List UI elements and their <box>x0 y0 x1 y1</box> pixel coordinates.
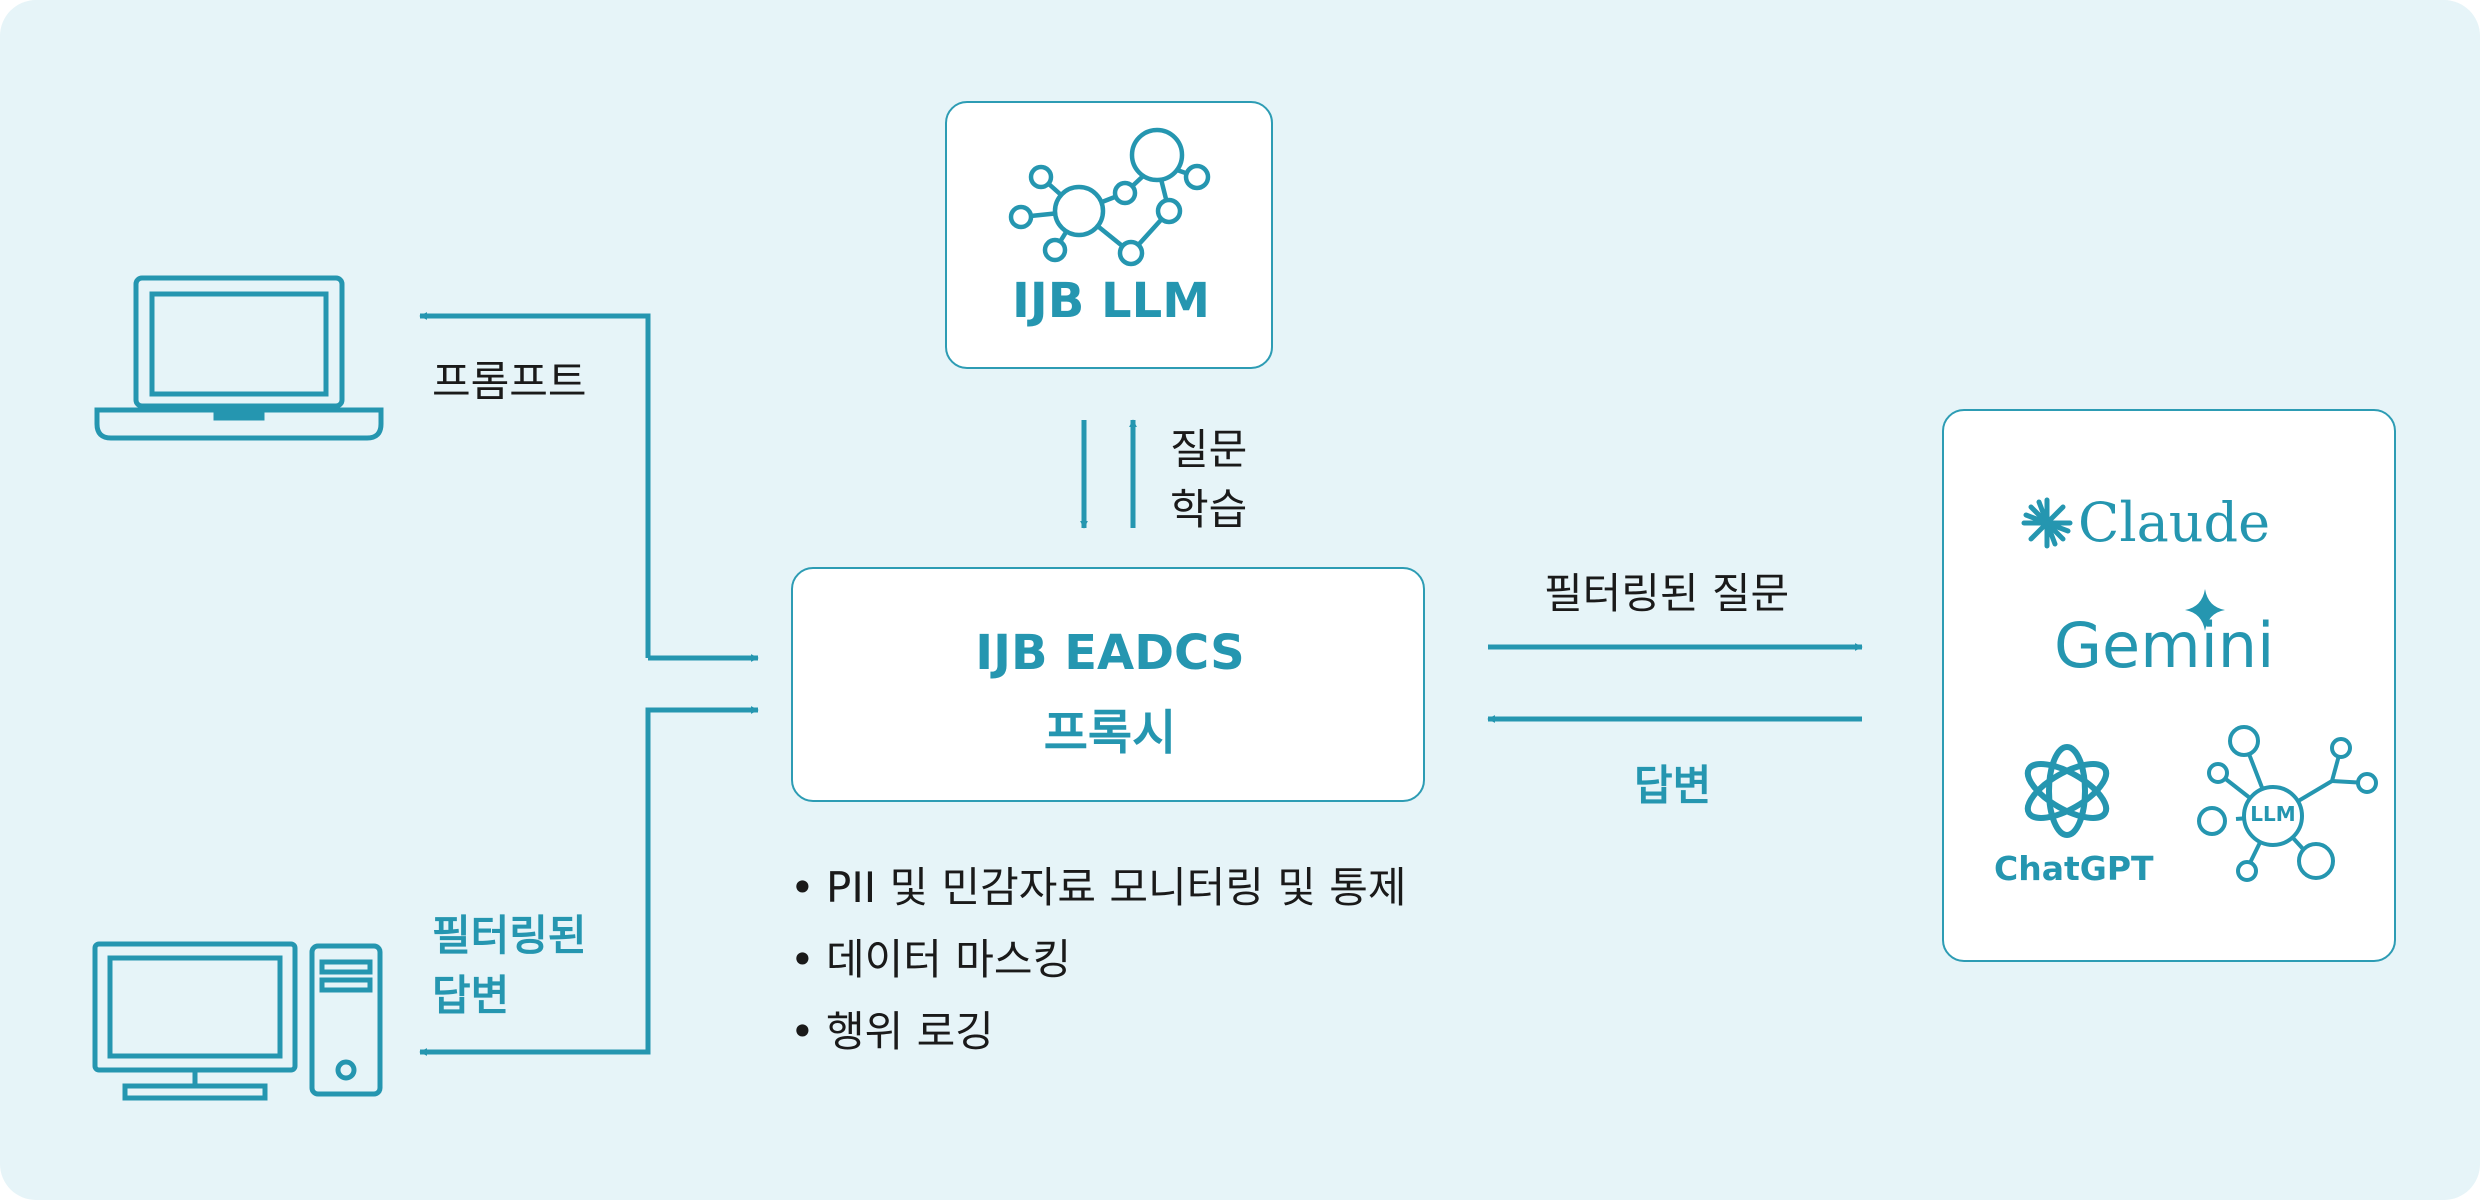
proxy-box: IJB EADCS 프록시 <box>791 567 1425 802</box>
openai-knot-icon <box>2024 744 2110 838</box>
gemini-star-icon <box>2185 589 2225 631</box>
desktop-computer-icon <box>92 941 383 1101</box>
llm-box: IJB LLM <box>945 101 1273 369</box>
claude-spark-icon <box>2021 497 2073 549</box>
filtered-question-label: 필터링된 질문 <box>1544 569 1790 618</box>
llm-badge-label: LLM <box>2250 802 2296 826</box>
arrow-prompt-to-laptop <box>420 313 651 658</box>
feature-list: PII 및 민감자료 모니터링 및 통제 데이터 마스킹 행위 로깅 <box>790 852 1407 1068</box>
learning-label: 학습 <box>1170 485 1248 534</box>
providers-box: Claude Gemini ChatGPT LLM <box>1942 409 2396 962</box>
question-label: 질문 <box>1170 425 1248 474</box>
filtered-answer-label-line2: 답변 <box>432 971 510 1020</box>
gemini-label: Gemini <box>2054 609 2275 682</box>
llm-network-icon <box>2197 725 2378 882</box>
proxy-title-line2: 프록시 <box>1043 705 1177 761</box>
feature-item: PII 및 민감자료 모니터링 및 통제 <box>790 852 1407 924</box>
network-graph-icon <box>1008 127 1211 267</box>
llm-title: IJB LLM <box>1012 273 1210 329</box>
provider-icons <box>2021 497 2378 882</box>
claude-label: Claude <box>2078 491 2271 554</box>
prompt-label: 프롬프트 <box>432 357 587 406</box>
proxy-title-line1: IJB EADCS <box>975 625 1245 681</box>
chatgpt-label: ChatGPT <box>1994 849 2154 888</box>
answer-label: 답변 <box>1634 761 1712 810</box>
arrow-answer-to-desktop <box>420 707 758 1055</box>
feature-item: 데이터 마스킹 <box>790 924 1407 996</box>
laptop-icon <box>94 275 384 441</box>
feature-item: 행위 로깅 <box>790 996 1407 1068</box>
filtered-answer-label-line1: 필터링된 <box>432 911 587 960</box>
